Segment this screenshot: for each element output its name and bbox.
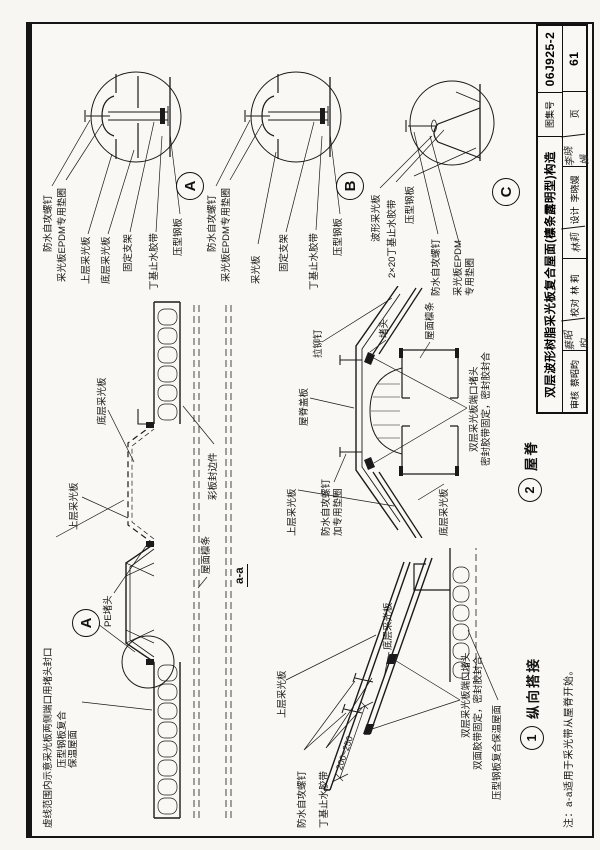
da-bracket-label: 固定支架 — [123, 233, 134, 272]
d2-purlin-label: 屋面檩条 — [425, 301, 436, 340]
title-block: 双层波形树脂采光板复合屋面(檩条露明型)构造 图集号 06J925-2 审核 蔡… — [536, 24, 588, 414]
da-washer-label: 采光板EPDM专用垫圈 — [57, 188, 68, 282]
section-aa: 虚线范围内示意采光板两侧端口用堵头封口 压型钢板复合 保温屋面 上层采光板 底层… — [42, 290, 257, 830]
detail-1-caption: 1 纵向搭接 — [520, 657, 544, 750]
d2-plug-label: 堵头 — [379, 318, 390, 338]
d1-upper-panel-label: 上层采光板 — [277, 670, 288, 718]
aa-callout-flag-a: A — [72, 609, 100, 637]
d1-lower-panel-label: 底层采光板 — [383, 602, 394, 650]
detail-1-linework — [285, 548, 499, 791]
aa-pe-plug-label: PE堵头 — [103, 595, 114, 627]
detail-a-flag: A — [176, 172, 204, 200]
d2-lower-panel-label: 底层采光板 — [439, 488, 450, 536]
page-number-label: 页 — [562, 91, 586, 136]
dc-butyl-label: 2×20丁基止水胶带 — [387, 199, 398, 278]
d1-screw-label: 防水自攻螺钉 — [297, 770, 308, 828]
dc-screw-label: 防水自攻螺钉 — [431, 238, 442, 296]
da-lower-panel-label: 底层采光板 — [101, 236, 112, 284]
detail-b-flag: B — [336, 172, 364, 200]
detail-2-caption: 2 屋脊 — [518, 440, 542, 502]
title-block-row-bottom: 审核 蔡昭昀 蔡昭昀 校对 林 莉 林莉 设计 李晓嫚 李晓嫚 页 61 — [560, 26, 588, 412]
d2-end-label-line2: 密封胶带固定，密封胶封合 — [481, 351, 492, 466]
detail-2-number: 2 — [518, 478, 542, 502]
aa-section-label: a-a — [234, 564, 248, 587]
section-aa-linework — [55, 301, 232, 819]
da-screw-label: 防水自攻螺钉 — [43, 194, 54, 252]
d2-upper-panel-label: 上层采光板 — [287, 488, 298, 536]
d1-roof-label: 压型钢板复合保温屋面 — [492, 704, 503, 800]
reviewer-signature: 蔡昭昀 — [560, 318, 588, 352]
db-screw-label: 防水自攻螺钉 — [207, 194, 218, 252]
detail-c: 波形采光板 2×20丁基止水胶带 压型钢板 防水自攻螺钉 采光板EPDM 专用垫… — [371, 26, 522, 298]
d2-screw-label-line1: 防水自攻螺钉 — [321, 478, 332, 536]
detail-2: 屋脊盖板 拉铆钉 上层采光板 防水自攻螺钉 加专用垫圈 堵头 屋面檩条 底层采光… — [270, 286, 512, 538]
detail-1-caption-text: 纵向搭接 — [526, 657, 541, 719]
aa-roof-label-line2: 保温屋面 — [68, 729, 79, 768]
proofreader-role-label: 校对 — [569, 298, 580, 317]
d2-end-label-line1: 双层采光板端口堵头 — [469, 366, 480, 452]
d2-rivet-label: 拉铆钉 — [313, 329, 324, 358]
db-panel-label: 采光板 — [251, 255, 262, 284]
detail-1: 上层采光板 防水自攻螺钉 丁基止水胶带 200~250 底层采光板 双层采光板端… — [262, 538, 514, 830]
designer-cell: 设计 李晓嫚 — [562, 165, 586, 228]
atlas-number-value: 06J925-2 — [542, 31, 557, 87]
designer-name: 李晓嫚 — [569, 175, 580, 203]
proofreader-signature: 林莉 — [560, 226, 588, 260]
detail-1-note: 注：a-a适用于采光带从屋脊开始。 — [564, 665, 575, 828]
title-block-row-top: 双层波形树脂采光板复合屋面(檩条露明型)构造 图集号 06J925-2 — [538, 26, 563, 412]
designer-role-label: 设计 — [569, 206, 580, 225]
page-number-value: 61 — [567, 51, 582, 66]
reviewer-role-label: 审核 — [569, 390, 580, 409]
detail-2-caption-text: 屋脊 — [524, 440, 539, 471]
reviewer-name: 蔡昭昀 — [569, 359, 580, 387]
detail-a-linework — [51, 71, 182, 235]
d2-cap-plate-label: 屋脊盖板 — [299, 387, 310, 426]
aa-dashed-range-label: 虚线范围内示意采光板两侧端口用堵头封口 — [43, 647, 54, 828]
db-steel-label: 压型钢板 — [333, 217, 344, 256]
da-butyl-label: 丁基止水胶带 — [149, 232, 160, 290]
detail-b-linework — [215, 71, 342, 245]
detail-b: 防水自攻螺钉 采光板EPDM专用垫圈 采光板 固定支架 丁基止水胶带 压型钢板 … — [207, 26, 364, 292]
aa-purlin-label: 屋面檩条 — [201, 535, 212, 574]
aa-edge-trim-label: 彩板封边件 — [208, 452, 219, 500]
detail-c-flag: C — [492, 178, 520, 206]
drawing-title: 双层波形树脂采光板复合屋面(檩条露明型)构造 — [538, 136, 562, 412]
d1-plug-label-line1: 双层采光板端口堵头 — [461, 652, 472, 738]
dc-steel-label: 压型钢板 — [405, 185, 416, 224]
proofreader-name: 林 莉 — [569, 274, 580, 295]
db-bracket-label: 固定支架 — [279, 233, 290, 272]
d1-plug-label-line2: 双面胶带固定，密封胶封合 — [473, 655, 484, 770]
reviewer-cell: 审核 蔡昭昀 — [562, 350, 586, 412]
d2-screw-label-line2: 加专用垫圈 — [333, 488, 344, 536]
db-butyl-label: 丁基止水胶带 — [309, 232, 320, 290]
aa-lower-panel-label: 底层采光板 — [97, 377, 108, 425]
d1-butyl-label: 丁基止水胶带 — [319, 770, 330, 828]
detail-1-number: 1 — [520, 726, 544, 750]
atlas-number-label: 图集号 — [538, 92, 562, 136]
dc-washer-label-line2: 专用垫圈 — [465, 257, 476, 296]
designer-signature: 李晓嫚 — [560, 133, 588, 168]
detail-2-linework — [297, 286, 468, 538]
detail-a: 防水自攻螺钉 采光板EPDM专用垫圈 上层采光板 底层采光板 固定支架 丁基止水… — [43, 26, 204, 292]
dc-washer-label-line1: 采光板EPDM — [453, 240, 464, 296]
aa-upper-panel-label: 上层采光板 — [69, 482, 80, 530]
proofreader-cell: 校对 林 莉 — [562, 258, 586, 320]
da-steel-label: 压型钢板 — [173, 217, 184, 256]
dc-wave-panel-label: 波形采光板 — [371, 194, 382, 242]
db-washer-label: 采光板EPDM专用垫圈 — [221, 188, 232, 282]
da-upper-panel-label: 上层采光板 — [81, 236, 92, 284]
detail-c-linework — [379, 80, 495, 247]
